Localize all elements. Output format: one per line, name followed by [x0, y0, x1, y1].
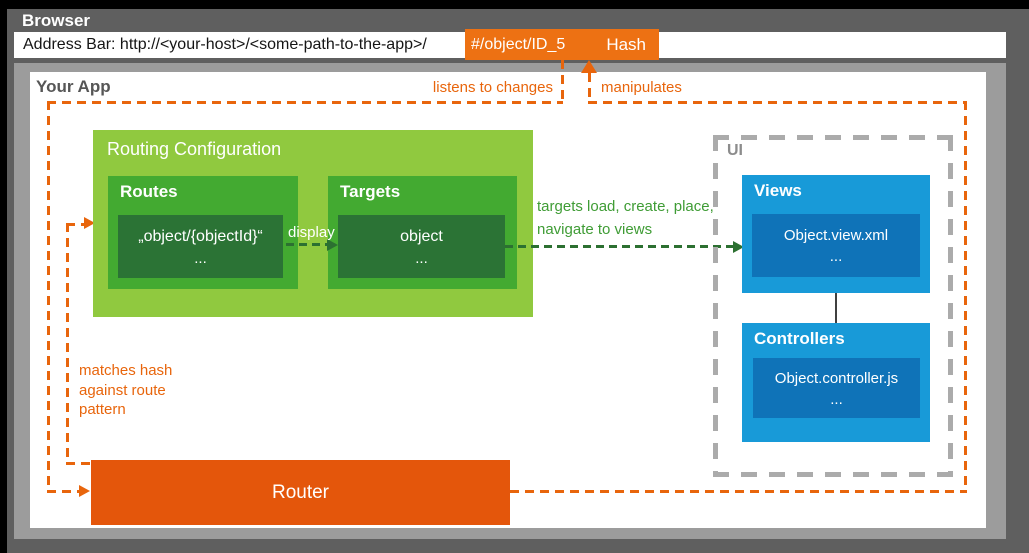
ui-border-bottom	[713, 472, 953, 477]
manipulates-connector-right-line	[964, 101, 967, 493]
router-title: Router	[271, 481, 330, 503]
controllers-ellipsis: ...	[830, 390, 843, 408]
manipulates-connector-vertical-line	[588, 73, 591, 101]
controller-file-box: Object.controller.js ...	[753, 358, 920, 418]
your-app-title: Your App	[36, 77, 111, 96]
outer-left-connector-line	[47, 101, 50, 493]
router-right-connector-line	[510, 490, 967, 493]
controllers-title: Controllers	[754, 329, 845, 348]
target-name-box: object ...	[338, 215, 505, 278]
listens-connector-vertical-line	[561, 60, 564, 101]
targets-to-views-arrowhead	[733, 241, 744, 253]
views-title: Views	[754, 181, 802, 200]
ui-border-left	[713, 135, 718, 477]
matches-connector-vertical-line	[66, 223, 69, 464]
controller-file-name: Object.controller.js	[774, 369, 899, 387]
matches-connector-top-line	[66, 223, 84, 226]
listens-connector-top-line	[47, 101, 563, 104]
targets-arrow-label-line2: navigate to views	[537, 221, 653, 238]
display-arrowhead	[327, 239, 338, 251]
target-name: object	[400, 227, 443, 245]
manipulates-connector-top-line	[588, 101, 967, 104]
router-arrowhead	[79, 485, 90, 497]
views-ellipsis: ...	[829, 248, 843, 265]
url-hash-highlight[interactable]: #/object/ID_5 Hash	[465, 29, 659, 60]
matches-connector-bottom-line	[66, 462, 92, 465]
routing-configuration-title: Routing Configuration	[107, 139, 282, 159]
routes-title: Routes	[120, 182, 178, 201]
targets-ellipsis: ...	[415, 249, 428, 267]
views-controllers-connector	[835, 293, 837, 323]
view-file-box: Object.view.xml ...	[752, 214, 920, 277]
matches-hash-label: matches hash against route pattern	[79, 362, 173, 418]
address-bar-url: Address Bar: http://<your-host>/<some-pa…	[23, 36, 427, 53]
view-file-name: Object.view.xml	[783, 227, 889, 244]
targets-title: Targets	[340, 182, 401, 201]
ui-title: UI	[727, 142, 743, 159]
url-hash-value: #/object/ID_5	[471, 35, 566, 53]
manipulates-arrowhead	[581, 60, 597, 73]
route-pattern-box: „object/{objectId}“ ...	[118, 215, 283, 278]
router-left-connector-line	[47, 490, 79, 493]
route-pattern: „object/{objectId}“	[138, 227, 263, 245]
router-box: Router	[91, 460, 510, 525]
routes-ellipsis: ...	[194, 249, 207, 267]
listens-to-changes-label: listens to changes	[432, 79, 553, 96]
routes-arrowhead	[84, 217, 95, 229]
manipulates-label: manipulates	[601, 79, 682, 96]
targets-to-views-arrow-line	[505, 245, 733, 248]
hash-label: Hash	[606, 34, 646, 54]
browser-window-title: Browser	[22, 11, 91, 30]
ui-border-top	[713, 135, 953, 140]
display-arrow-line	[286, 243, 327, 246]
display-label: display	[288, 224, 335, 241]
ui-border-right	[948, 135, 953, 477]
targets-arrow-label-line1: targets load, create, place,	[537, 198, 714, 215]
